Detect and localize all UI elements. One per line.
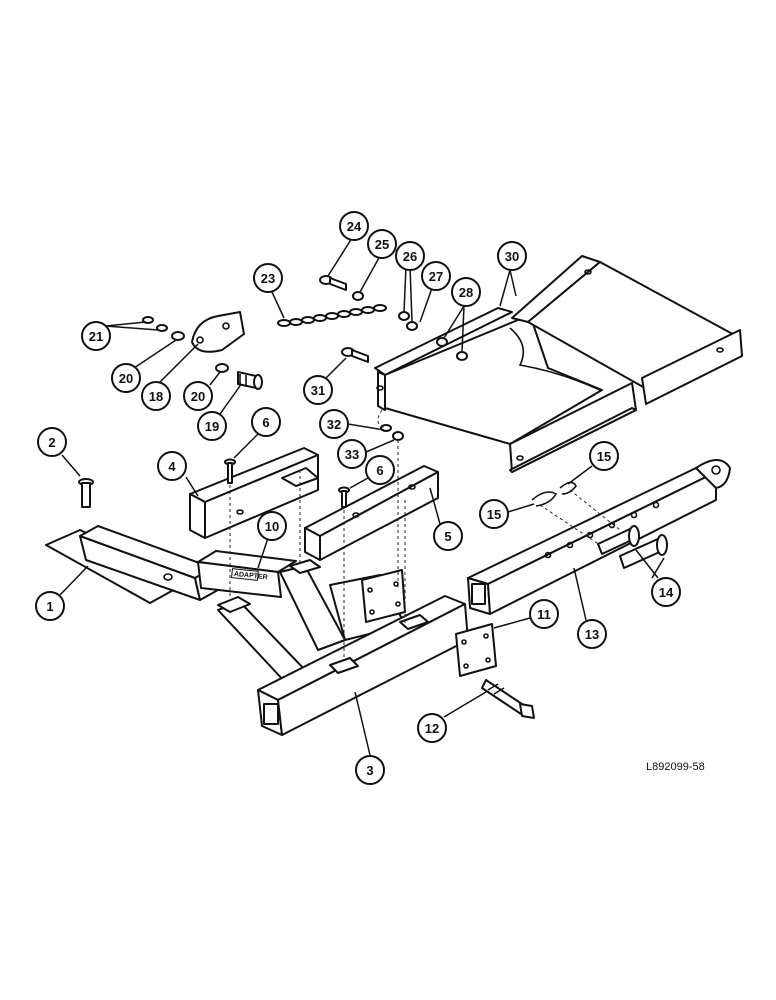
svg-text:28: 28	[459, 285, 473, 300]
svg-text:33: 33	[345, 447, 359, 462]
svg-text:27: 27	[429, 269, 443, 284]
svg-text:20: 20	[191, 389, 205, 404]
callout-6b: 6	[365, 455, 395, 485]
svg-text:6: 6	[262, 415, 269, 430]
callout-15a: 15	[479, 499, 509, 529]
part-12-long-bolt	[481, 679, 535, 719]
svg-text:18: 18	[149, 389, 163, 404]
decal-text: ADAPTER	[234, 571, 268, 581]
svg-text:19: 19	[205, 419, 219, 434]
svg-text:12: 12	[425, 721, 439, 736]
callout-32: 32	[319, 409, 349, 439]
svg-text:26: 26	[403, 249, 417, 264]
callout-13: 13	[577, 619, 607, 649]
part-10-center-tube: ADAPTER	[197, 550, 297, 598]
svg-text:21: 21	[89, 329, 103, 344]
callout-5: 5	[433, 521, 463, 551]
callout-11: 11	[529, 599, 559, 629]
svg-text:6: 6	[376, 463, 383, 478]
callout-3: 3	[355, 755, 385, 785]
callout-25: 25	[367, 229, 397, 259]
part-11-plate	[455, 623, 497, 677]
callout-24: 24	[339, 211, 369, 241]
part-15-clips	[531, 481, 577, 507]
svg-text:15: 15	[487, 507, 501, 522]
callout-20b: 20	[183, 381, 213, 411]
svg-text:4: 4	[168, 459, 176, 474]
callout-19: 19	[197, 411, 227, 441]
callout-15b: 15	[589, 441, 619, 471]
callout-2: 2	[37, 427, 67, 457]
callout-6a: 6	[251, 407, 281, 437]
svg-text:25: 25	[375, 237, 389, 252]
callout-20a: 20	[111, 363, 141, 393]
part-6-screws	[224, 458, 350, 508]
callout-31: 31	[303, 375, 333, 405]
callout-14: 14	[651, 577, 681, 607]
svg-text:23: 23	[261, 271, 275, 286]
callout-1: 1	[35, 591, 65, 621]
callout-28: 28	[451, 277, 481, 307]
svg-text:5: 5	[444, 529, 451, 544]
callout-18: 18	[141, 381, 171, 411]
callout-33: 33	[337, 439, 367, 469]
svg-text:32: 32	[327, 417, 341, 432]
part-5-right-bracket	[304, 465, 439, 561]
part-3-main-frame	[217, 559, 469, 736]
callout-4: 4	[157, 451, 187, 481]
svg-text:15: 15	[597, 449, 611, 464]
svg-text:30: 30	[505, 249, 519, 264]
part-21-washers	[142, 316, 168, 332]
callout-21: 21	[81, 321, 111, 351]
callout-27: 27	[421, 261, 451, 291]
svg-text:1: 1	[46, 599, 53, 614]
part-13-tongue-tube	[467, 459, 731, 615]
alignment-lines	[229, 409, 621, 660]
svg-text:14: 14	[659, 585, 674, 600]
callout-23: 23	[253, 263, 283, 293]
leader-lines	[59, 237, 665, 756]
svg-text:20: 20	[119, 371, 133, 386]
callout-26: 26	[395, 241, 425, 271]
part-2-bolt	[78, 478, 94, 508]
part-20-washers	[171, 331, 229, 373]
part-30-tray	[374, 255, 743, 473]
part-23-chain	[277, 304, 387, 327]
svg-text:31: 31	[311, 383, 325, 398]
svg-text:10: 10	[265, 519, 279, 534]
callout-30: 30	[497, 241, 527, 271]
callout-12: 12	[417, 713, 447, 743]
callout-10: 10	[257, 511, 287, 541]
small-hardware	[319, 275, 468, 441]
drawing-number: L892099-58	[646, 761, 705, 773]
svg-text:24: 24	[347, 219, 362, 234]
svg-text:13: 13	[585, 627, 599, 642]
part-1-left-arm	[45, 525, 219, 604]
part-14-pins	[597, 525, 668, 569]
svg-text:11: 11	[537, 607, 551, 622]
callouts: 1 2 3 4 5 6 6 10 11 12 13 14 15 15 18 19…	[35, 211, 681, 785]
part-18-hinge	[191, 311, 245, 353]
svg-text:2: 2	[48, 435, 55, 450]
svg-text:3: 3	[366, 763, 373, 778]
part-4-left-bracket	[189, 447, 319, 539]
part-19-bolt	[237, 371, 263, 390]
